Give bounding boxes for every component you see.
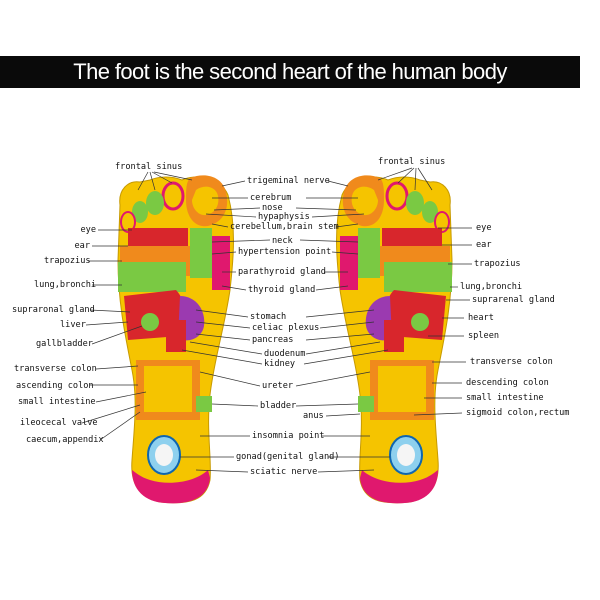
right-neck-strip [358,228,380,278]
label-left-caecum-appendix: caecum,appendix [26,435,104,445]
left-ear-eye-band [128,228,188,246]
label-left-gallbladder: gallbladder [36,339,93,349]
label-cerebrum: cerebrum [250,193,291,203]
left-lung-band [118,262,186,292]
label-right-suprarenal-gland: suprarenal gland [472,295,555,305]
label-pancreas: pancreas [252,335,293,345]
label-insomnia-point: insomnia point [252,431,324,441]
label-cerebellum-brain-stem: cerebellum,brain stem [230,222,339,232]
label-right-spleen: spleen [468,331,499,341]
label-left-ileocecal-valve: ileocecal valve [20,418,98,428]
label-left-ascending-colon: ascending colon [16,381,94,391]
label-hypertension-point: hypertension point [238,247,331,257]
label-gonad: gonad(genital gland) [236,452,339,462]
label-anus: anus [303,411,324,421]
right-ear-eye-band [382,228,442,246]
label-left-trapozius: trapozius [44,256,91,266]
label-right-frontal-sinus: frontal sinus [378,157,445,167]
label-right-heart: heart [468,313,494,323]
leader-c-bladder-l [212,404,258,406]
left-toe-3 [146,191,164,215]
right-toe-2 [387,183,407,209]
label-sciatic-nerve: sciatic nerve [250,467,317,477]
label-hypophysis: hypaphysis [258,212,310,222]
label-right-descending-colon: descending colon [466,378,549,388]
label-right-eye: eye [476,223,492,233]
right-thyroid-strip [340,236,358,290]
label-left-small-intestine: small intestine [18,397,96,407]
right-kidney [384,320,404,352]
label-right-sigmoid-colon-rectum: sigmoid colon,rectum [466,408,569,418]
leader-left-liver [86,322,128,325]
left-thyroid-strip [212,236,230,290]
right-lung-band [384,262,452,292]
label-right-ear: ear [476,240,492,250]
label-right-transverse-colon: transverse colon [470,357,553,367]
right-small-intestine [378,366,426,412]
label-left-frontal-sinus: frontal sinus [115,162,182,172]
label-right-lung-bronchi: lung,bronchi [460,282,522,292]
label-left-suprarenal-gland: supraronal gland [12,305,95,315]
label-right-trapozius: trapozius [474,259,521,269]
leader-c-bladder-r [296,404,358,406]
label-neck: neck [272,236,293,246]
label-parathyroid-gland: parathyroid gland [238,267,326,277]
right-gonad-inner [397,444,415,466]
label-celiac-plexus: celiac plexus [252,323,319,333]
right-spleen-spot [411,313,429,331]
label-kidney: kidney [264,359,295,369]
left-bladder-spot [196,396,212,412]
label-left-lung-bronchi: lung,bronchi [34,280,96,290]
label-thyroid-gland: thyroid gland [248,285,315,295]
label-left-eye: eye [44,225,96,235]
label-bladder: bladder [260,401,296,411]
label-ureter: ureter [262,381,293,391]
leader-c-trigeminal-r [328,181,348,186]
left-kidney [166,320,186,352]
label-duodenum: duodenum [264,349,305,359]
label-left-ear: ear [40,241,90,251]
label-right-small-intestine: small intestine [466,393,544,403]
left-gonad-inner [155,444,173,466]
right-bladder-spot [358,396,374,412]
leader-c-trigeminal-l [222,181,245,186]
leader-c-anus-r [326,414,360,416]
left-small-intestine [144,366,192,412]
label-trigeminal-nerve: trigeminal nerve [247,176,330,186]
left-neck-strip [190,228,212,278]
left-toe-2 [163,183,183,209]
right-toe-3 [406,191,424,215]
left-gallbladder [141,313,159,331]
label-left-transverse-colon: transverse colon [14,364,97,374]
label-stomach: stomach [250,312,286,322]
label-left-liver: liver [60,320,86,330]
